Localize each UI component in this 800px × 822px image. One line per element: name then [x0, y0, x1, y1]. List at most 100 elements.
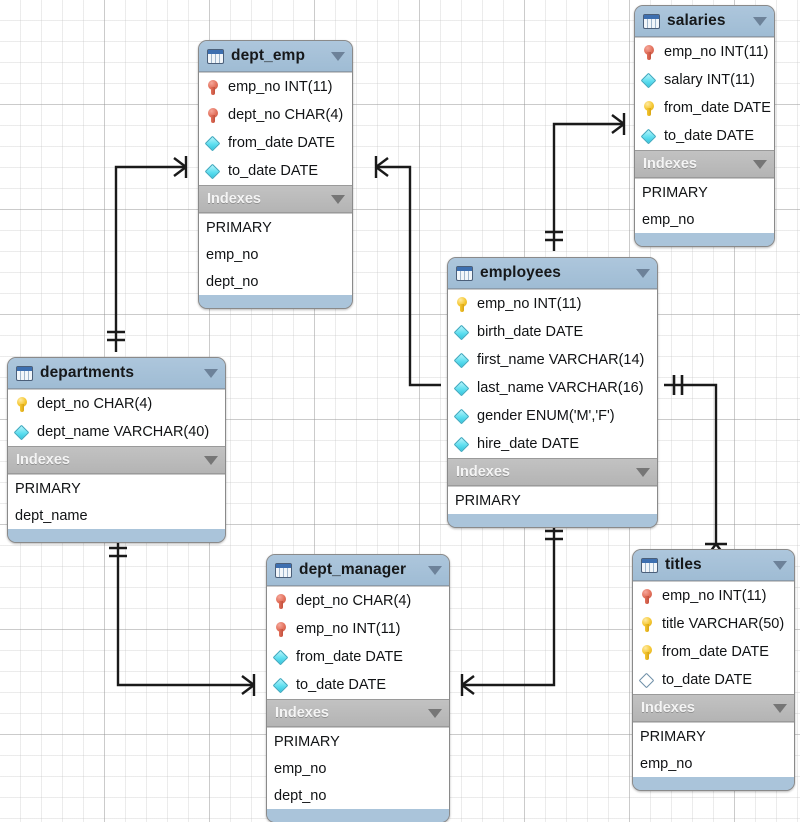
collapse-caret-icon[interactable] [773, 703, 787, 713]
index-row[interactable]: PRIMARY [199, 214, 352, 241]
collapse-caret-icon[interactable] [753, 159, 767, 169]
index-label: PRIMARY [274, 733, 340, 750]
collapse-caret-icon[interactable] [331, 194, 345, 204]
column-row[interactable]: to_date DATE [633, 666, 794, 694]
table-header-departments[interactable]: departments [8, 358, 225, 389]
collapse-caret-icon[interactable] [636, 268, 650, 278]
column-notnull-icon [640, 128, 657, 145]
collapse-caret-icon[interactable] [636, 467, 650, 477]
column-row[interactable]: from_date DATE [267, 643, 449, 671]
index-row[interactable]: emp_no [633, 750, 794, 777]
collapse-caret-icon[interactable] [773, 560, 787, 570]
index-row[interactable]: emp_no [267, 755, 449, 782]
table-header-dept_emp[interactable]: dept_emp [199, 41, 352, 72]
column-row[interactable]: to_date DATE [199, 157, 352, 185]
column-label: birth_date DATE [477, 324, 584, 340]
indexes-section-header[interactable]: Indexes [448, 458, 657, 486]
table-titles[interactable]: titles emp_no INT(11) title VARCHAR(50) fro… [632, 549, 795, 791]
collapse-caret-icon[interactable] [331, 51, 345, 61]
table-name-label: employees [480, 264, 562, 281]
index-row[interactable]: emp_no [199, 241, 352, 268]
column-list: dept_no CHAR(4)emp_no INT(11) from_date D… [267, 586, 449, 699]
column-row[interactable]: emp_no INT(11) [199, 73, 352, 101]
index-row[interactable]: dept_name [8, 502, 225, 529]
table-header-dept_manager[interactable]: dept_manager [267, 555, 449, 586]
collapse-caret-icon[interactable] [428, 708, 442, 718]
column-label: salary INT(11) [664, 72, 755, 88]
column-list: emp_no INT(11)dept_no CHAR(4) from_date D… [199, 72, 352, 185]
foreign-key-icon [642, 44, 657, 61]
column-notnull-icon [272, 649, 289, 666]
index-label: PRIMARY [640, 728, 706, 745]
column-row[interactable]: gender ENUM('M','F') [448, 402, 657, 430]
column-row[interactable]: hire_date DATE [448, 430, 657, 458]
collapse-caret-icon[interactable] [204, 455, 218, 465]
column-label: first_name VARCHAR(14) [477, 352, 645, 368]
column-row[interactable]: emp_no INT(11) [267, 615, 449, 643]
column-row[interactable]: to_date DATE [635, 122, 774, 150]
column-row[interactable]: emp_no INT(11) [635, 38, 774, 66]
column-row[interactable]: from_date DATE [199, 129, 352, 157]
connector-departments-dept_manager [109, 538, 256, 696]
indexes-section-header[interactable]: Indexes [8, 446, 225, 474]
collapse-caret-icon[interactable] [204, 368, 218, 378]
index-row[interactable]: PRIMARY [635, 179, 774, 206]
column-label: emp_no INT(11) [664, 44, 769, 60]
indexes-section-header[interactable]: Indexes [635, 150, 774, 178]
collapse-caret-icon[interactable] [753, 16, 767, 26]
table-icon [16, 365, 33, 381]
connector-employees-titles [664, 375, 727, 557]
column-row[interactable]: dept_no CHAR(4) [8, 390, 225, 418]
column-row[interactable]: title VARCHAR(50) [633, 610, 794, 638]
column-row[interactable]: birth_date DATE [448, 318, 657, 346]
table-icon [641, 557, 658, 573]
column-row[interactable]: from_date DATE [633, 638, 794, 666]
index-row[interactable]: PRIMARY [633, 723, 794, 750]
column-row[interactable]: last_name VARCHAR(16) [448, 374, 657, 402]
table-icon [456, 265, 473, 281]
column-notnull-icon [453, 324, 470, 341]
column-row[interactable]: dept_name VARCHAR(40) [8, 418, 225, 446]
column-row[interactable]: salary INT(11) [635, 66, 774, 94]
column-row[interactable]: first_name VARCHAR(14) [448, 346, 657, 374]
index-row[interactable]: PRIMARY [267, 728, 449, 755]
collapse-caret-icon[interactable] [428, 565, 442, 575]
table-salaries[interactable]: salaries emp_no INT(11) salary INT(11) from… [634, 5, 775, 247]
column-row[interactable]: emp_no INT(11) [448, 290, 657, 318]
index-row[interactable]: PRIMARY [448, 487, 657, 514]
indexes-section-header[interactable]: Indexes [199, 185, 352, 213]
table-employees[interactable]: employees emp_no INT(11) birth_date DATE fi… [447, 257, 658, 528]
index-row[interactable]: emp_no [635, 206, 774, 233]
index-label: PRIMARY [455, 492, 521, 509]
column-row[interactable]: from_date DATE [635, 94, 774, 122]
foreign-key-icon [206, 79, 221, 96]
connector-employees-dept_manager [460, 521, 563, 696]
index-row[interactable]: PRIMARY [8, 475, 225, 502]
column-label: from_date DATE [228, 135, 335, 151]
column-list: emp_no INT(11) title VARCHAR(50) from_date… [633, 581, 794, 694]
indexes-section-header[interactable]: Indexes [267, 699, 449, 727]
column-row[interactable]: dept_no CHAR(4) [267, 587, 449, 615]
column-notnull-icon [204, 135, 221, 152]
table-header-titles[interactable]: titles [633, 550, 794, 581]
column-row[interactable]: emp_no INT(11) [633, 582, 794, 610]
column-label: from_date DATE [296, 649, 403, 665]
column-label: from_date DATE [662, 644, 769, 660]
column-notnull-icon [272, 677, 289, 694]
index-row[interactable]: dept_no [199, 268, 352, 295]
index-row[interactable]: dept_no [267, 782, 449, 809]
table-footer [633, 777, 794, 790]
indexes-label: Indexes [16, 452, 70, 468]
index-label: PRIMARY [206, 219, 272, 236]
column-row[interactable]: to_date DATE [267, 671, 449, 699]
column-label: emp_no INT(11) [662, 588, 767, 604]
column-row[interactable]: dept_no CHAR(4) [199, 101, 352, 129]
table-header-salaries[interactable]: salaries [635, 6, 774, 37]
indexes-section-header[interactable]: Indexes [633, 694, 794, 722]
table-header-employees[interactable]: employees [448, 258, 657, 289]
indexes-label: Indexes [643, 156, 697, 172]
